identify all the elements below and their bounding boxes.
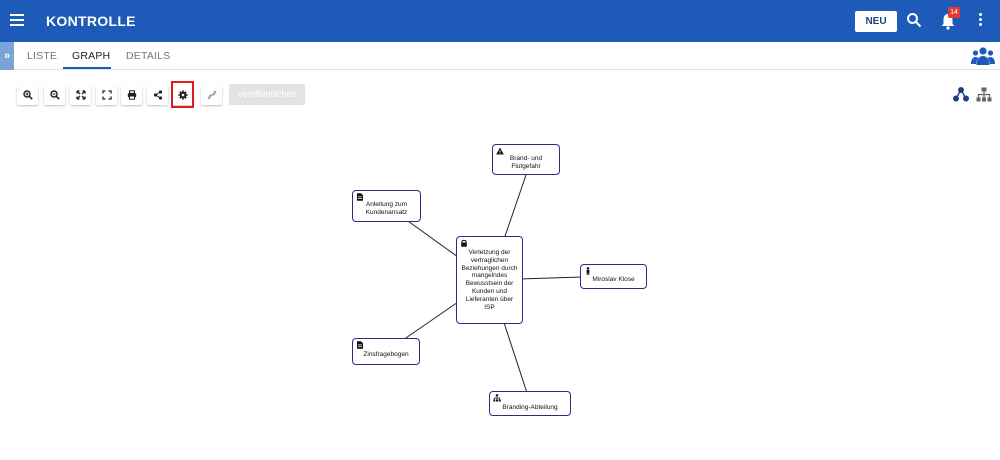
new-button[interactable]: NEU bbox=[855, 11, 897, 32]
settings-highlight-box bbox=[171, 81, 194, 108]
active-tab-indicator bbox=[63, 67, 111, 69]
expand-sidebar-icon[interactable]: » bbox=[0, 42, 14, 70]
tab-bar: » LISTE GRAPH DETAILS bbox=[0, 42, 1000, 70]
graph-node-center[interactable]: Verletzung der vertraglichen Beziehungen… bbox=[456, 236, 523, 324]
zoom-out-icon bbox=[49, 90, 60, 100]
graph-node-document[interactable]: Anleitung zum Kundenansatz bbox=[352, 190, 421, 222]
publish-button[interactable]: Veröffentlichen bbox=[229, 84, 305, 105]
top-app-bar: KONTROLLE NEU 14 bbox=[0, 0, 1000, 42]
warning-icon bbox=[496, 147, 504, 155]
share-icon bbox=[153, 90, 162, 100]
graph-node-risk[interactable]: Brand- und Flutgefahr bbox=[492, 144, 560, 175]
lock-icon bbox=[461, 239, 467, 247]
tab-graph[interactable]: GRAPH bbox=[72, 50, 111, 62]
graph-canvas[interactable]: Verletzung der vertraglichen Beziehungen… bbox=[0, 110, 1000, 460]
org-icon bbox=[493, 394, 501, 402]
node-label: Anleitung zum Kundenansatz bbox=[365, 201, 408, 216]
node-label: Verletzung der vertraglichen Beziehungen… bbox=[461, 249, 518, 311]
document-icon bbox=[357, 341, 363, 349]
document-icon bbox=[357, 193, 363, 201]
graph-node-department[interactable]: Branding-Abteilung bbox=[489, 391, 571, 416]
settings-icon bbox=[177, 90, 188, 100]
network-view-icon[interactable] bbox=[953, 87, 969, 102]
graph-node-questionnaire[interactable]: Zinsfragebogen bbox=[352, 338, 420, 365]
node-label: Zinsfragebogen bbox=[363, 351, 409, 358]
tab-details[interactable]: DETAILS bbox=[126, 50, 171, 62]
print-button[interactable] bbox=[121, 85, 142, 105]
fit-icon bbox=[75, 90, 86, 100]
more-vert-icon[interactable] bbox=[977, 13, 983, 29]
hierarchy-view-icon[interactable] bbox=[976, 87, 992, 102]
zoom-in-button[interactable] bbox=[17, 85, 38, 105]
notification-badge: 14 bbox=[948, 7, 960, 18]
tab-liste[interactable]: LISTE bbox=[27, 50, 58, 62]
node-label: Miroslav Klose bbox=[592, 276, 635, 283]
fullscreen-button[interactable] bbox=[96, 85, 117, 105]
menu-icon[interactable] bbox=[10, 14, 24, 26]
print-icon bbox=[127, 90, 136, 100]
unlink-icon bbox=[207, 90, 216, 100]
person-icon bbox=[586, 267, 590, 275]
fullscreen-icon bbox=[101, 90, 112, 100]
unlink-button[interactable] bbox=[201, 85, 222, 105]
graph-node-person[interactable]: Miroslav Klose bbox=[580, 264, 647, 289]
zoom-in-icon bbox=[22, 90, 33, 100]
zoom-out-button[interactable] bbox=[44, 85, 65, 105]
share-button[interactable] bbox=[147, 85, 168, 105]
fit-button[interactable] bbox=[70, 85, 91, 105]
node-label: Brand- und Flutgefahr bbox=[509, 155, 543, 170]
settings-button[interactable] bbox=[172, 85, 193, 105]
search-icon[interactable] bbox=[906, 12, 922, 28]
users-icon[interactable] bbox=[971, 46, 995, 66]
app-title: KONTROLLE bbox=[46, 13, 136, 29]
node-label: Branding-Abteilung bbox=[502, 404, 558, 411]
